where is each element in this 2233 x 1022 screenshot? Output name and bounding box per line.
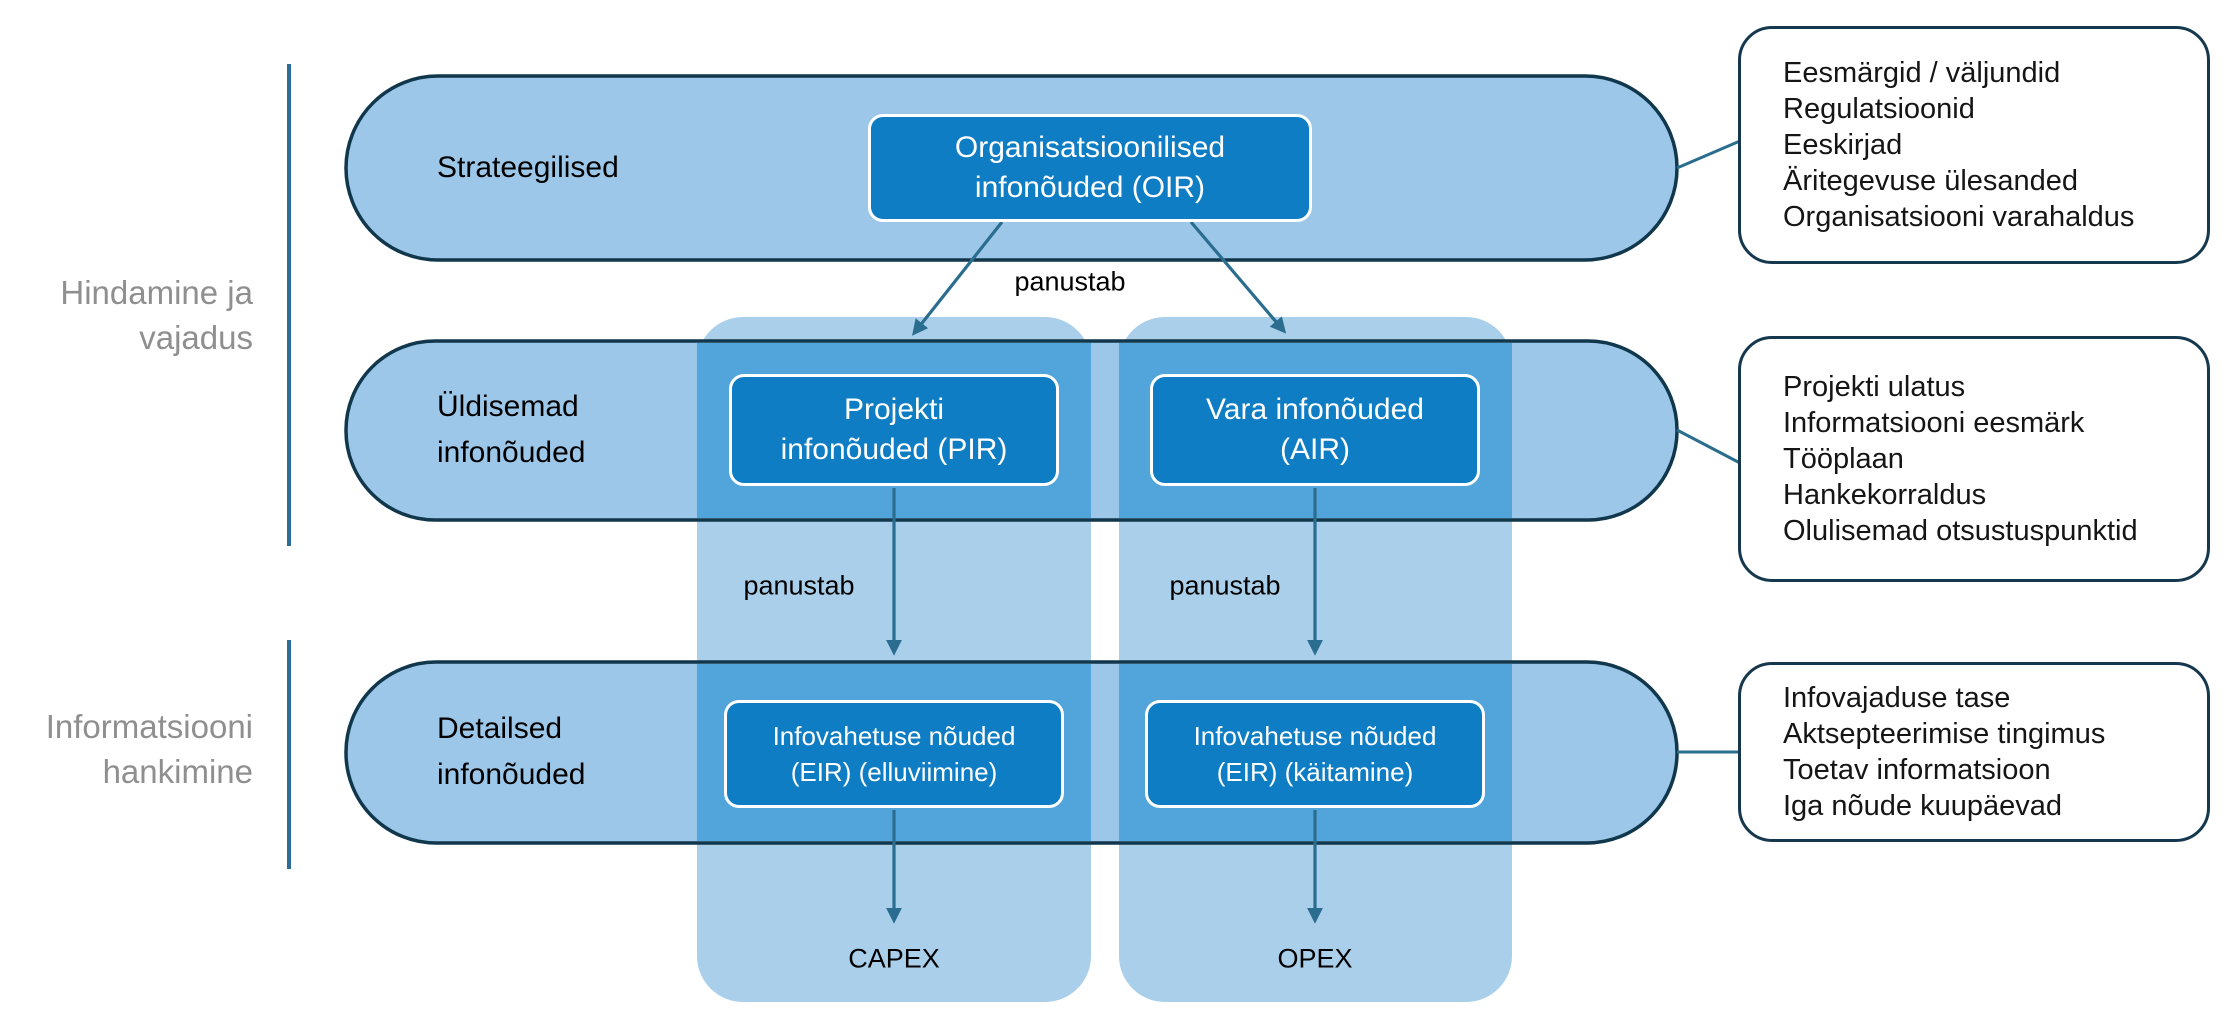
connector-strategic-callout xyxy=(1676,139,1741,170)
pill-label-general-line1: Üldisemad xyxy=(437,390,579,423)
callout-detailed: Infovajaduse tase Aktsepteerimise tingim… xyxy=(1738,662,2210,842)
node-oir: Organisatsioonilised infonõuded (OIR) xyxy=(868,114,1312,222)
callout-detailed-item: Iga nõude kuupäevad xyxy=(1783,790,2062,822)
callout-strategic-item: Organisatsiooni varahaldus xyxy=(1783,201,2135,233)
node-air-line1: Vara infonõuded xyxy=(1206,393,1424,426)
node-pir: Projekti infonõuded (PIR) xyxy=(729,374,1059,486)
side-label-procurement: Informatsiooni hankimine xyxy=(13,704,253,794)
side-label-assessment-line2: vajadus xyxy=(139,319,253,356)
callout-strategic-item: Eesmärgid / väljundid xyxy=(1783,57,2061,89)
edge-label-contributes-2: panustab xyxy=(743,570,855,601)
edge-label-contributes-3: panustab xyxy=(1169,570,1281,601)
node-air: Vara infonõuded (AIR) xyxy=(1150,374,1480,486)
arrow-oir-to-pir xyxy=(912,221,1004,336)
callout-detailed-item: Toetav informatsioon xyxy=(1783,754,2051,786)
callout-general-item: Projekti ulatus xyxy=(1783,371,1966,403)
connector-general-callout xyxy=(1676,428,1741,465)
node-eir-delivery-line1: Infovahetuse nõuded xyxy=(772,721,1016,751)
node-eir-delivery-line2: (EIR) (elluviimine) xyxy=(790,757,998,787)
node-eir-operation-line2: (EIR) (käitamine) xyxy=(1216,757,1414,787)
node-oir-line2: infonõuded (OIR) xyxy=(974,171,1206,204)
side-label-procurement-line2: hankimine xyxy=(102,753,253,790)
side-label-procurement-line1: Informatsiooni xyxy=(45,708,253,745)
capex-label: CAPEX xyxy=(848,943,940,974)
node-air-line2: (AIR) xyxy=(1280,433,1350,466)
pill-label-strategic: Strateegilised xyxy=(437,151,619,184)
pill-label-general-line2: infonõuded xyxy=(437,436,586,469)
callout-strategic-item: Äritegevuse ülesanded xyxy=(1783,165,2079,197)
side-label-assessment-line1: Hindamine ja xyxy=(60,274,253,311)
pill-label-general: Üldisemad infonõuded xyxy=(437,384,585,476)
pill-label-detailed-line2: infonõuded xyxy=(437,758,586,791)
pill-label-detailed-line1: Detailsed xyxy=(437,712,563,745)
callout-general-item: Informatsiooni eesmärk xyxy=(1783,407,2085,439)
callout-general-item: Hankekorraldus xyxy=(1783,479,1987,511)
side-label-assessment: Hindamine ja vajadus xyxy=(13,270,253,360)
callout-detailed-item: Infovajaduse tase xyxy=(1783,682,2011,714)
callout-strategic-item: Eeskirjad xyxy=(1783,129,1903,161)
edge-label-contributes-1: panustab xyxy=(1014,266,1126,297)
node-pir-line2: infonõuded (PIR) xyxy=(780,433,1008,466)
arrow-oir-to-air xyxy=(1189,220,1287,334)
callout-strategic: Eesmärgid / väljundid Regulatsioonid Ees… xyxy=(1738,26,2210,264)
node-eir-operation: Infovahetuse nõuded (EIR) (käitamine) xyxy=(1145,700,1485,808)
pill-label-detailed: Detailsed infonõuded xyxy=(437,706,585,798)
callout-general-item: Olulisemad otsustuspunktid xyxy=(1783,515,2138,547)
node-pir-line1: Projekti xyxy=(843,393,945,426)
callout-strategic-item: Regulatsioonid xyxy=(1783,93,1975,125)
callout-general-item: Tööplaan xyxy=(1783,443,1904,475)
node-eir-operation-line1: Infovahetuse nõuded xyxy=(1193,721,1437,751)
node-eir-delivery: Infovahetuse nõuded (EIR) (elluviimine) xyxy=(724,700,1064,808)
node-oir-line1: Organisatsioonilised xyxy=(954,131,1226,164)
callout-general: Projekti ulatus Informatsiooni eesmärk T… xyxy=(1738,336,2210,582)
opex-label: OPEX xyxy=(1277,943,1353,974)
callout-detailed-item: Aktsepteerimise tingimus xyxy=(1783,718,2106,750)
